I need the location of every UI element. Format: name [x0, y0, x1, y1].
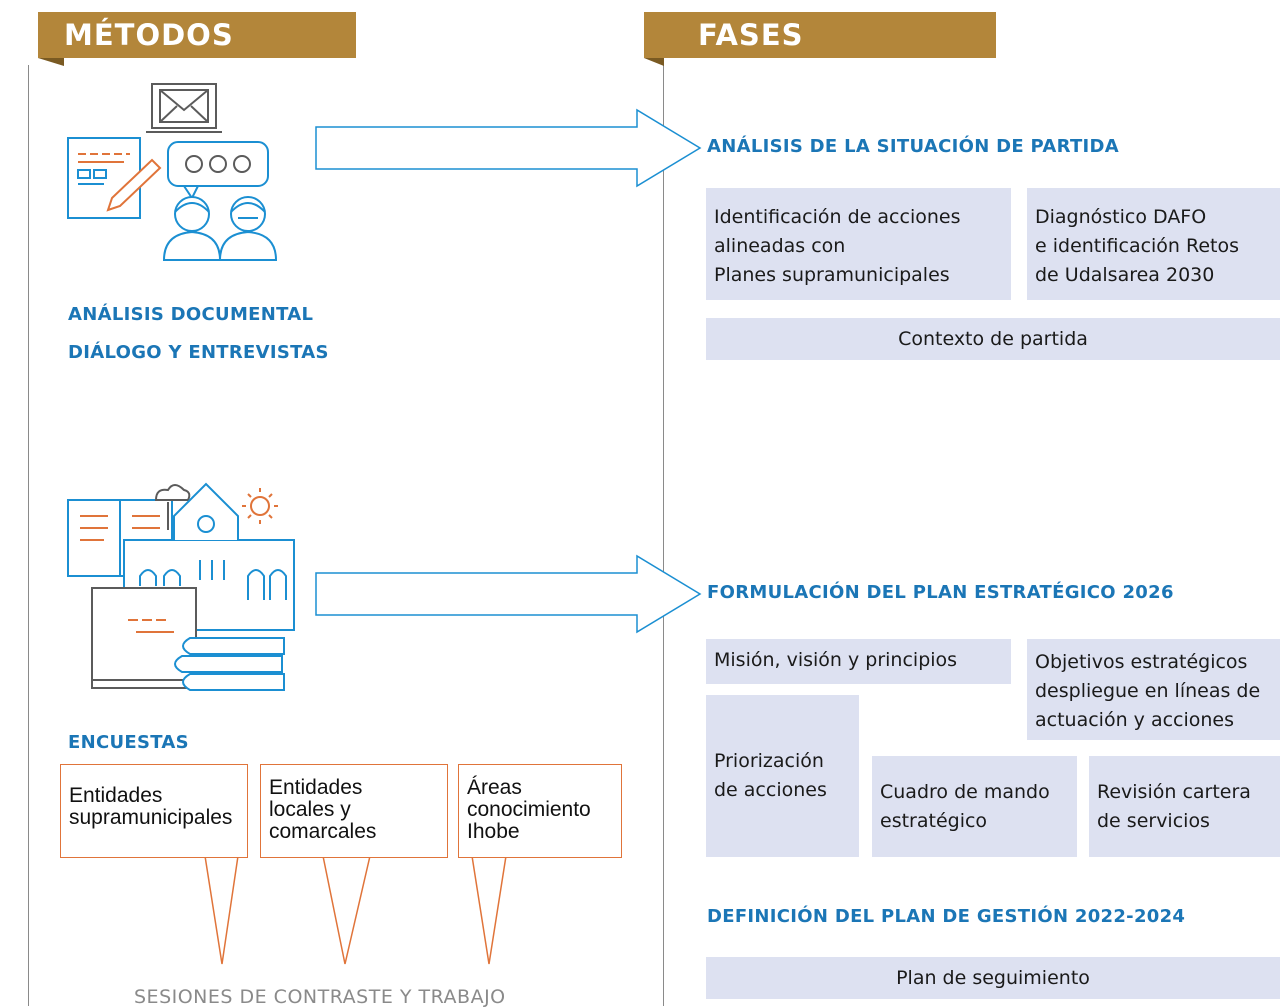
arrow-right-icon — [315, 554, 702, 634]
document-dialogue-icon — [67, 83, 278, 261]
phases-header-fold — [644, 58, 664, 66]
methods-frame-left — [28, 65, 29, 1006]
methods-section1-line1: ANÁLISIS DOCUMENTAL — [68, 304, 314, 325]
survey-box-local: Entidades locales y comarcales — [260, 764, 448, 858]
phase1-box-contexto: Contexto de partida — [706, 318, 1280, 360]
survey-callout-tails — [204, 855, 507, 965]
methods-frame-right — [663, 65, 664, 1006]
survey-building-books-icon — [67, 482, 295, 691]
survey-box-supramunicipal: Entidades supramunicipales — [60, 764, 248, 858]
arrow-right-icon — [315, 108, 702, 188]
phase2-box-priorizacion: Priorización de acciones — [706, 695, 859, 857]
phase3-box-seguimiento: Plan de seguimiento — [706, 957, 1280, 999]
survey-box-ihobe: Áreas conocimiento Ihobe — [458, 764, 622, 858]
phase2-box-objetivos: Objetivos estratégicos despliegue en lín… — [1027, 639, 1280, 740]
phase2-box-cuadro: Cuadro de mando estratégico — [872, 756, 1077, 857]
phase2-title: FORMULACIÓN DEL PLAN ESTRATÉGICO 2026 — [707, 582, 1174, 603]
phase1-box-dafo: Diagnóstico DAFO e identificación Retos … — [1027, 188, 1280, 300]
methods-section2-title: ENCUESTAS — [68, 732, 189, 753]
methods-header-fold — [38, 58, 64, 66]
phase3-title: DEFINICIÓN DEL PLAN DE GESTIÓN 2022-2024 — [707, 906, 1186, 927]
methods-bottom-text: SESIONES DE CONTRASTE Y TRABAJO — [134, 986, 506, 1008]
phase2-box-mision: Misión, visión y principios — [706, 639, 1011, 684]
phases-header: FASES — [644, 12, 996, 58]
methods-header: MÉTODOS — [38, 12, 356, 58]
phase1-title: ANÁLISIS DE LA SITUACIÓN DE PARTIDA — [707, 136, 1120, 157]
phase2-box-revision: Revisión cartera de servicios — [1089, 756, 1280, 857]
phase1-box-identificacion: Identificación de acciones alineadas con… — [706, 188, 1011, 300]
methods-section1-line2: DIÁLOGO Y ENTREVISTAS — [68, 342, 329, 363]
